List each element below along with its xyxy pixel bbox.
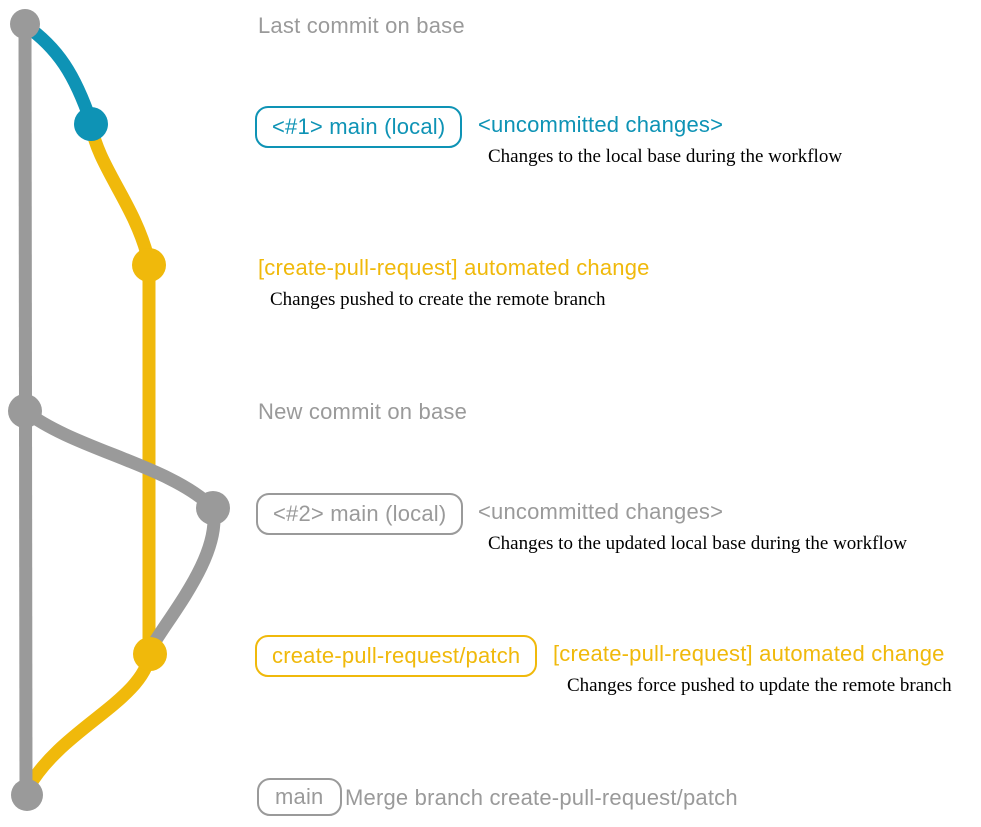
event-caption-uncommitted-1: Changes to the local base during the wor… xyxy=(488,146,843,167)
commit-node-patch-2 xyxy=(133,637,167,671)
badge-main-local-1: <#1> main (local) xyxy=(255,106,463,148)
commit-node-main-local-1 xyxy=(74,107,108,141)
commit-node-merge xyxy=(11,779,43,811)
branch-line-patch-create xyxy=(84,117,155,265)
git-graph xyxy=(8,9,230,811)
commit-node-main-local-2 xyxy=(196,491,230,525)
commit-node-new-base xyxy=(8,394,42,428)
event-caption-uncommitted-2: Changes to the updated local base during… xyxy=(488,533,907,554)
annotation-new-commit: New commit on base xyxy=(258,399,468,424)
badge-main: main xyxy=(257,778,342,816)
badge-main-local-2: <#2> main (local) xyxy=(256,493,464,535)
branch-line-patch-merge xyxy=(21,647,157,795)
branch-line-local-main xyxy=(18,18,98,129)
event-caption-automated-2: Changes force pushed to update the remot… xyxy=(567,675,952,696)
event-title-uncommitted-2: <uncommitted changes> xyxy=(478,499,724,524)
event-title-uncommitted-1: <uncommitted changes> xyxy=(478,112,724,137)
annotation-merge-commit: Merge branch create-pull-request/patch xyxy=(345,785,738,810)
commit-node-patch-1 xyxy=(132,248,166,282)
event-caption-automated-1: Changes pushed to create the remote bran… xyxy=(270,289,606,310)
commit-node-last-base xyxy=(10,9,40,39)
annotation-last-commit: Last commit on base xyxy=(258,13,465,38)
branch-line-local-main-2 xyxy=(18,404,220,515)
badge-patch-branch: create-pull-request/patch xyxy=(255,635,538,677)
event-title-automated-2: [create-pull-request] automated change xyxy=(553,641,945,666)
branch-line-force-push xyxy=(144,501,221,655)
event-title-automated-1: [create-pull-request] automated change xyxy=(258,255,650,280)
